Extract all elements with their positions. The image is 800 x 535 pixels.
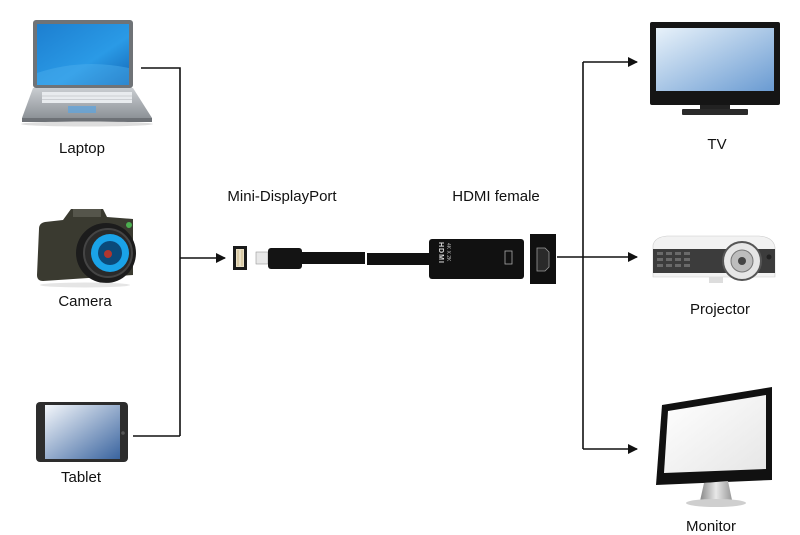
tv-label: TV [707,136,727,153]
camera-icon [37,209,136,288]
tablet-icon [36,402,128,462]
projector-label: Projector [689,301,751,318]
projector-icon [652,235,776,283]
adapter-brand-print: HDMI [437,242,444,264]
adapter-spec-print: 4K X 2K [445,243,451,262]
camera-label: Camera [58,293,112,310]
tv-icon [650,22,780,115]
hdmi-adapter-icon [367,234,556,284]
mini-displayport-label: Mini-DisplayPort [227,188,337,205]
monitor-icon [656,387,772,507]
monitor-label: Monitor [685,518,737,535]
laptop-icon [21,20,153,127]
hdmi-female-label: HDMI female [452,188,540,205]
laptop-label: Laptop [59,140,105,157]
mini-displayport-connector-icon [233,246,365,270]
laptop-wire [141,67,181,436]
tablet-label: Tablet [60,469,102,486]
